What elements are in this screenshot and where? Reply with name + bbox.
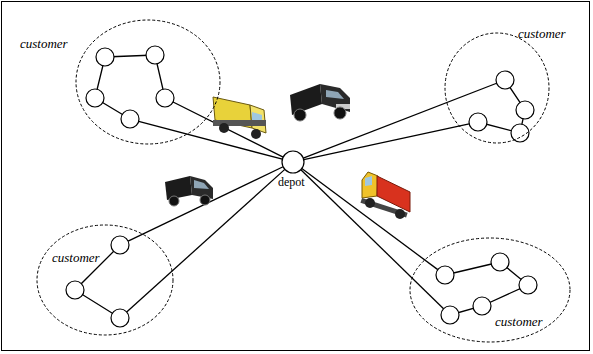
- cluster-outline: [30, 220, 180, 340]
- customer-cluster: customer: [405, 234, 575, 348]
- dump-truck-yellow: [213, 97, 266, 139]
- route-line: [301, 170, 444, 309]
- customer-cluster: customer: [440, 24, 580, 144]
- route-line: [127, 169, 285, 312]
- route-line: [303, 83, 496, 158]
- cluster-label: customer: [52, 250, 100, 266]
- customer-cluster: customer: [30, 220, 180, 340]
- customer-cluster: customer: [15, 18, 225, 148]
- cluster-label: customer: [495, 314, 543, 330]
- route-line: [302, 169, 438, 270]
- cluster-outline: [405, 234, 575, 348]
- pickup-black: [290, 84, 350, 121]
- depot-label: depot: [278, 175, 305, 190]
- depot-node: depot: [270, 148, 316, 194]
- route-line: [304, 124, 469, 160]
- cargo-truck-red: [360, 172, 410, 219]
- cluster-label: customer: [518, 26, 566, 42]
- cluster-outline: [440, 24, 580, 144]
- cluster-label: customer: [20, 36, 68, 52]
- pickup-black: [165, 176, 213, 206]
- route-line: [128, 167, 283, 241]
